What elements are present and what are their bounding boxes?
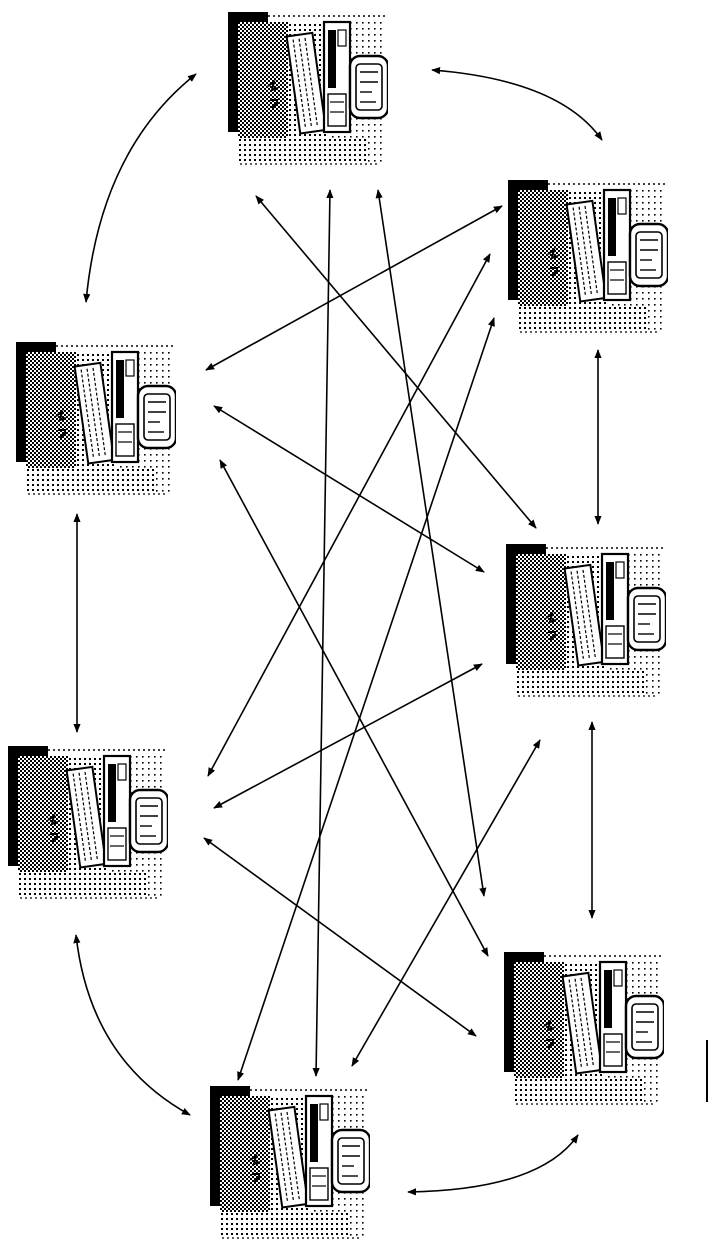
double-arrow-line [237,317,495,1081]
double-arrow-line [255,195,537,529]
edge-lower-left-bottom [73,934,191,1116]
desktop-computer-icon [16,342,176,496]
edge-lower-left-lower-right [203,837,477,1037]
computer-upper-left [16,338,176,498]
edge-upper-left-middle-right [213,405,485,573]
double-arrow-line [205,205,503,371]
computer-top [228,8,388,168]
double-arrow-line [213,663,483,809]
edge-upper-left-upper-right [205,205,503,371]
desktop-computer-icon [508,180,668,334]
double-arrow-curve [431,67,603,141]
desktop-computer-icon [228,12,388,166]
edge-top-upper-left [83,73,197,303]
scan-mark [706,1040,708,1102]
edge-bottom-middle-right [351,739,541,1067]
computer-lower-left [8,742,168,902]
computer-middle-right [506,540,666,700]
desktop-computer-icon [504,952,664,1106]
edge-lower-left-middle-right [213,663,483,809]
edge-top-middle-right [255,195,537,529]
computer-lower-right [504,948,664,1108]
edge-upper-left-lower-right [219,459,489,957]
double-arrow-line [213,405,485,573]
desktop-computer-icon [210,1086,370,1240]
computer-bottom [210,1082,370,1242]
desktop-computer-icon [8,746,168,900]
double-arrow-curve [83,73,197,303]
edge-bottom-lower-right [407,1134,579,1196]
double-arrow-line [351,739,541,1067]
double-arrow-line [312,189,334,1077]
computer-upper-right [508,176,668,336]
double-arrow-line [203,837,477,1037]
edge-top-upper-right [431,67,603,141]
edge-bottom-upper-right [237,317,495,1081]
double-arrow-curve [73,934,191,1116]
double-arrow-line [219,459,489,957]
edge-top-bottom [312,189,334,1077]
desktop-computer-icon [506,544,666,698]
double-arrow-curve [407,1134,579,1196]
